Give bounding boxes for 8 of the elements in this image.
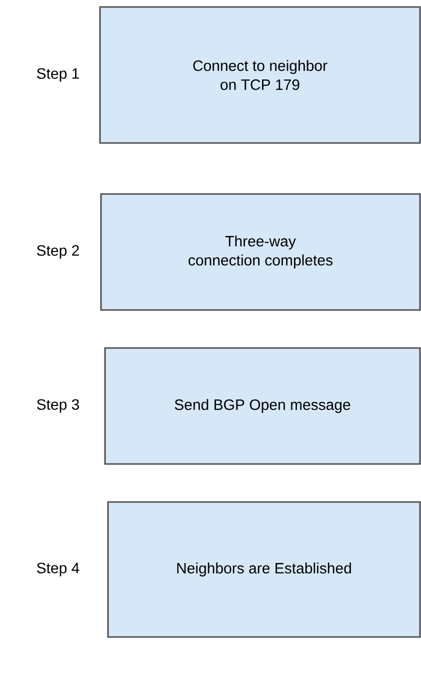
process-box: Send BGP Open message: [104, 347, 421, 465]
step-label: Step 4: [37, 562, 80, 576]
step-label: Step 3: [37, 399, 79, 413]
process-box: Connect to neighbor on TCP 179: [99, 6, 421, 144]
process-box: Neighbors are Established: [107, 501, 421, 638]
step-label: Step 2: [37, 245, 79, 259]
process-box: Three-way connection completes: [100, 193, 421, 311]
step-label: Step 1: [37, 68, 79, 82]
